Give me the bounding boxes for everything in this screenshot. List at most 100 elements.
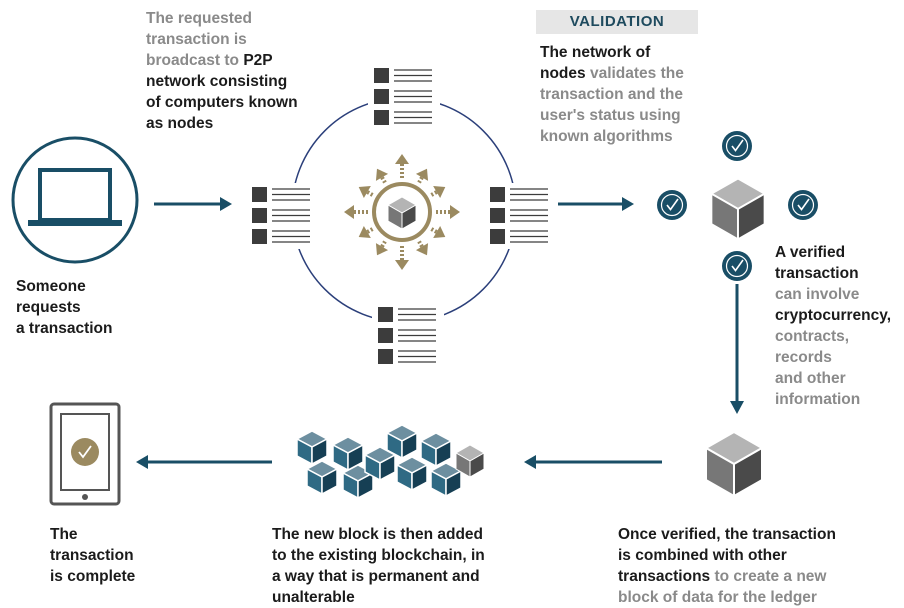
arrow-shaft bbox=[364, 189, 374, 197]
node-list-icon bbox=[368, 64, 440, 130]
verified-text: A verified transaction can involve cryptocu… bbox=[775, 242, 891, 410]
text-line: nodes validates the bbox=[540, 63, 684, 84]
text-segment: transaction is bbox=[146, 31, 247, 48]
text-line: The bbox=[50, 524, 135, 545]
text-line: can involve bbox=[775, 284, 891, 305]
text-line: contracts, bbox=[775, 326, 891, 347]
text-segment: can involve bbox=[775, 286, 860, 303]
text-segment: transaction bbox=[50, 547, 134, 564]
text-line: transactions to create a new bbox=[618, 566, 836, 587]
text-segment: network consisting bbox=[146, 73, 288, 90]
arrow-shaft bbox=[430, 189, 440, 197]
text-line: The new block is then added bbox=[272, 524, 485, 545]
arrow-head bbox=[415, 243, 429, 256]
arrow-head bbox=[395, 154, 409, 164]
arrow-icon bbox=[524, 455, 662, 469]
text-segment: user's status using bbox=[540, 107, 681, 124]
arrow-head bbox=[375, 168, 389, 181]
arrow-head bbox=[344, 205, 354, 219]
text-segment: The new block is then added bbox=[272, 526, 484, 543]
text-line: transaction and the bbox=[540, 84, 684, 105]
check-badge-icon bbox=[721, 130, 753, 162]
arrow-head bbox=[433, 185, 446, 199]
text-line: information bbox=[775, 389, 891, 410]
text-line: transaction bbox=[775, 263, 891, 284]
node-list-icon bbox=[372, 303, 444, 369]
phone-icon bbox=[49, 402, 121, 506]
text-segment: The bbox=[50, 526, 78, 543]
complete-text: The transaction is complete bbox=[50, 524, 135, 587]
text-line: A verified bbox=[775, 242, 891, 263]
text-line: as nodes bbox=[146, 113, 298, 134]
check-badge-icon bbox=[721, 250, 753, 282]
text-segment: transactions bbox=[618, 568, 715, 585]
chain-block bbox=[296, 430, 328, 465]
text-line: is combined with other bbox=[618, 545, 836, 566]
text-segment: to the existing blockchain, in bbox=[272, 547, 485, 564]
text-segment: records bbox=[775, 349, 832, 366]
text-segment: is complete bbox=[50, 568, 136, 585]
arrow-shaft bbox=[417, 240, 425, 250]
arrow-shaft bbox=[430, 227, 440, 235]
node-list-icon bbox=[246, 183, 316, 249]
check-badge-icon bbox=[656, 189, 688, 221]
text-segment: A verified bbox=[775, 244, 846, 261]
text-segment: is combined with other bbox=[618, 547, 787, 564]
check-badge-icon bbox=[787, 189, 819, 221]
text-line: known algorithms bbox=[540, 126, 684, 147]
text-line: Someone bbox=[16, 276, 112, 297]
text-line: of computers known bbox=[146, 92, 298, 113]
chain-block bbox=[306, 460, 338, 495]
text-segment: Someone bbox=[16, 278, 86, 295]
arrow-shaft bbox=[417, 174, 425, 184]
chain-block bbox=[386, 424, 418, 459]
arrow-head bbox=[433, 225, 446, 239]
text-line: The network of bbox=[540, 42, 684, 63]
text-segment: validates the bbox=[589, 65, 684, 82]
text-line: requests bbox=[16, 297, 112, 318]
blockchain-icon bbox=[296, 424, 485, 499]
text-segment: of computers known bbox=[146, 94, 298, 111]
text-segment: unalterable bbox=[272, 589, 355, 606]
text-segment: The requested bbox=[146, 10, 252, 27]
cube-icon bbox=[705, 431, 763, 497]
text-line: records bbox=[775, 347, 891, 368]
chain-block bbox=[420, 432, 452, 467]
text-segment: transaction bbox=[775, 265, 859, 282]
broadcast-text: The requested transaction is broadcast to … bbox=[146, 8, 298, 134]
text-segment: as nodes bbox=[146, 115, 214, 132]
text-segment: contracts, bbox=[775, 328, 850, 345]
arrow-shaft bbox=[364, 227, 374, 235]
arrow-shaft bbox=[379, 174, 387, 184]
text-line: The requested bbox=[146, 8, 298, 29]
arrow-icon bbox=[136, 455, 272, 469]
text-segment: information bbox=[775, 391, 861, 408]
text-line: a transaction bbox=[16, 318, 112, 339]
text-line: Once verified, the transaction bbox=[618, 524, 836, 545]
combined-text: Once verified, the transaction is combine… bbox=[618, 524, 836, 608]
arrow-shaft bbox=[379, 240, 387, 250]
text-line: unalterable bbox=[272, 587, 485, 608]
text-segment: a way that is permanent and bbox=[272, 568, 480, 585]
text-line: broadcast to P2P bbox=[146, 50, 298, 71]
arrow-head bbox=[358, 225, 371, 239]
broadcast-arrows-icon bbox=[344, 154, 460, 270]
arrow-icon bbox=[558, 197, 634, 211]
arrow-head bbox=[395, 260, 409, 270]
text-line: network consisting bbox=[146, 71, 298, 92]
text-segment: transaction and the bbox=[540, 86, 683, 103]
arrow-icon bbox=[154, 197, 232, 211]
text-line: transaction bbox=[50, 545, 135, 566]
text-line: and other bbox=[775, 368, 891, 389]
text-segment: and other bbox=[775, 370, 846, 387]
arrow-head bbox=[358, 185, 371, 199]
arrow-head bbox=[375, 243, 389, 256]
text-segment: a transaction bbox=[16, 320, 113, 337]
validation-badge: VALIDATION bbox=[536, 10, 698, 34]
text-segment: cryptocurrency, bbox=[775, 307, 892, 324]
text-segment: nodes bbox=[540, 65, 590, 82]
laptop-icon bbox=[11, 136, 139, 264]
text-line: transaction is bbox=[146, 29, 298, 50]
